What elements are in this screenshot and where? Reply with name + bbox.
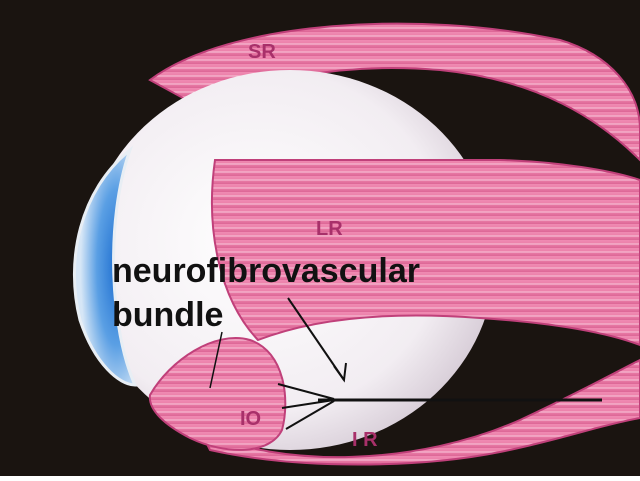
label-inferior-oblique: IO bbox=[240, 408, 261, 430]
label-inferior-rectus: I R bbox=[352, 429, 378, 451]
annotation-line-1: neurofibrovascular bbox=[112, 252, 420, 290]
annotation-line-2: bundle bbox=[112, 296, 223, 334]
label-lateral-rectus: LR bbox=[316, 218, 343, 240]
label-superior-rectus: SR bbox=[248, 41, 276, 63]
